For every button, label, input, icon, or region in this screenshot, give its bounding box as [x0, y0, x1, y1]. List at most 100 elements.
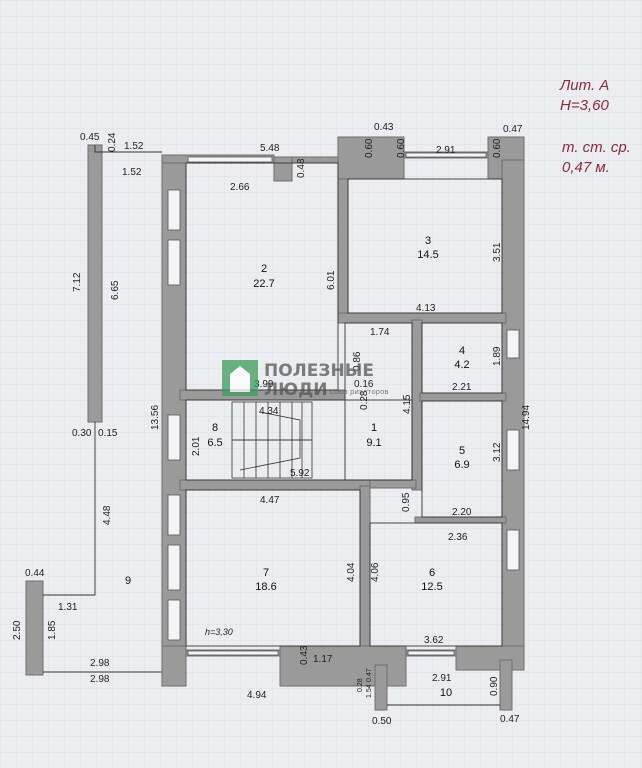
wall-porch-right [499, 659, 513, 711]
wall-porch-left [374, 664, 388, 711]
dim-266: 2.66 [230, 182, 250, 193]
wall-room2-room3 [337, 156, 349, 318]
room-5-number: 5 [459, 445, 465, 457]
dim-086: 0.86 [352, 351, 363, 371]
header-wall-thickness-1: т. ст. ср. [562, 139, 631, 156]
dim-030: 0.30 [72, 428, 92, 439]
dim-154: 1.54 [366, 684, 373, 698]
dim-060b: 0.60 [396, 138, 407, 158]
dim-220: 2.20 [452, 507, 472, 518]
wall-room7-room6 [359, 485, 371, 647]
dim-043b: 0.43 [299, 645, 310, 665]
room-7-area: 18.6 [255, 581, 276, 593]
room-1-number: 1 [371, 422, 377, 434]
stair-arrow [239, 411, 301, 471]
dim-298b: 2.98 [90, 674, 110, 685]
dim-250: 2.50 [12, 620, 23, 640]
watermark-house-icon [230, 366, 250, 392]
dim-047bot: 0.47 [500, 714, 520, 725]
watermark: ПОЛЕЗНЫЕ ЛЮДИ союз риэлторов [222, 360, 389, 400]
window-room8-left [167, 414, 181, 461]
wall-room4-room5 [419, 392, 507, 402]
dim-152a: 1.52 [124, 141, 144, 152]
dim-016: 0.16 [354, 379, 374, 390]
wall-bottom-right [455, 645, 525, 671]
dim-1356: 13.56 [150, 405, 161, 430]
dim-406: 4.06 [370, 562, 381, 582]
header-lit: Лит. А [559, 77, 609, 94]
window-room6-right [506, 529, 520, 571]
dim-060a: 0.60 [364, 138, 375, 158]
room-labels: 1 9.1 2 22.7 3 14.5 4 4.2 5 6.9 6 12.5 7… [125, 235, 470, 699]
room-8-number: 8 [212, 422, 218, 434]
dim-236: 2.36 [448, 532, 468, 543]
room-4-number: 4 [459, 345, 465, 357]
wall-room8-room7 [179, 479, 371, 491]
dim-447: 4.47 [260, 495, 280, 506]
dim-291b: 2.91 [432, 673, 452, 684]
dim-152b: 1.52 [122, 167, 142, 178]
dimensions: 0.45 0.24 1.52 1.52 5.48 2.66 0.48 0.43 … [12, 122, 532, 727]
staircase [231, 401, 313, 479]
outline-room5 [421, 400, 503, 518]
window-room5-right [506, 429, 520, 471]
wall-room1-room6 [369, 479, 417, 489]
outline-room2 [185, 162, 339, 391]
dim-712: 7.12 [72, 272, 83, 292]
room-10-number: 10 [440, 687, 452, 699]
dim-201: 2.01 [191, 436, 202, 456]
room-3-number: 3 [425, 235, 431, 247]
room-2-number: 2 [261, 263, 267, 275]
room-1-area: 9.1 [366, 437, 381, 449]
dim-047s: 0.47 [366, 668, 373, 682]
dim-448: 4.48 [102, 505, 113, 525]
wall-left-detached [87, 144, 103, 423]
room-5-area: 6.9 [454, 459, 469, 471]
site-boundary-left [43, 422, 96, 596]
dim-028: 0.28 [359, 390, 370, 410]
window-room2-left-2 [167, 239, 181, 286]
dim-351: 3.51 [492, 242, 503, 262]
room7-height-note: h=3,30 [205, 627, 233, 637]
site-boundary-top [94, 145, 162, 153]
room-9-number: 9 [125, 575, 131, 587]
room-3-area: 14.5 [417, 249, 438, 261]
dim-592: 5.92 [290, 468, 310, 479]
dim-047top: 0.47 [503, 124, 523, 135]
wall-bottom-left [161, 645, 187, 687]
dim-415: 4.15 [402, 394, 413, 414]
room-2-area: 22.7 [253, 278, 274, 290]
room-6-area: 12.5 [421, 581, 442, 593]
dim-601: 6.01 [326, 270, 337, 290]
window-room2-left-1 [167, 189, 181, 231]
dim-044: 0.44 [25, 568, 45, 579]
stair-run-lower [231, 439, 313, 479]
dim-048: 0.48 [296, 158, 307, 178]
dim-095: 0.95 [401, 492, 412, 512]
header-height: Н=3,60 [560, 97, 609, 114]
room-4-area: 4.2 [454, 359, 469, 371]
room-7-number: 7 [263, 567, 269, 579]
watermark-line2: ЛЮДИ [264, 380, 327, 400]
windows [167, 152, 520, 656]
watermark-line1: ПОЛЕЗНЫЕ [264, 361, 374, 381]
window-room6-bottom [407, 650, 455, 656]
dim-131: 1.31 [58, 602, 78, 613]
outline-room7 [185, 489, 361, 647]
dim-312: 3.12 [492, 442, 503, 462]
dim-1494: 14.94 [521, 405, 532, 430]
window-room4-right [506, 329, 520, 359]
outline-room4 [421, 322, 503, 394]
dim-028b: 0.28 [357, 678, 364, 692]
dim-291top: 2.91 [436, 145, 456, 156]
window-room7-bottom [187, 650, 279, 656]
window-room7-left-3 [167, 599, 181, 641]
wall-room1-room45 [411, 319, 423, 491]
dim-185: 1.85 [47, 620, 58, 640]
window-room3-top [405, 152, 487, 158]
outline-room8 [185, 399, 413, 481]
dim-043: 0.43 [374, 122, 394, 133]
dim-404: 4.04 [346, 562, 357, 582]
